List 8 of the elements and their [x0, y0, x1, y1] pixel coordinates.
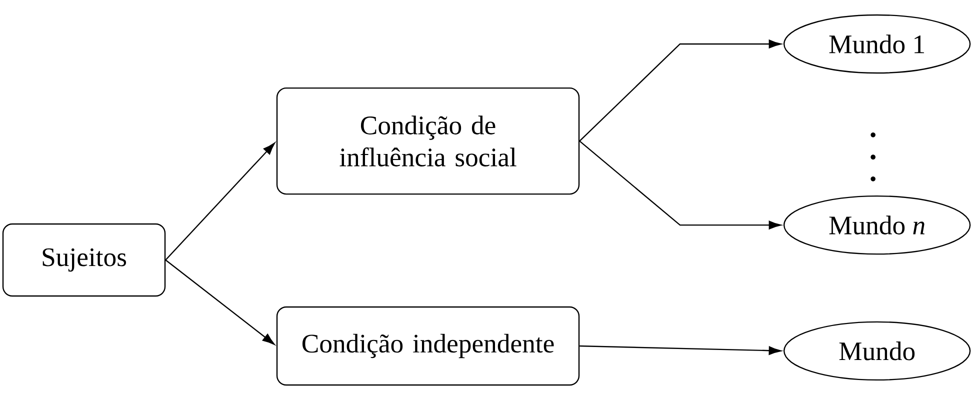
process-box: Condição de influência social	[276, 87, 580, 195]
process-box: Condição independente	[276, 306, 580, 386]
arrow	[165, 260, 275, 345]
arrow	[579, 140, 782, 230]
arrow	[579, 40, 782, 142]
arrow	[165, 142, 276, 260]
arrow	[580, 345, 782, 355]
process-box: Sujeitos	[2, 223, 166, 297]
